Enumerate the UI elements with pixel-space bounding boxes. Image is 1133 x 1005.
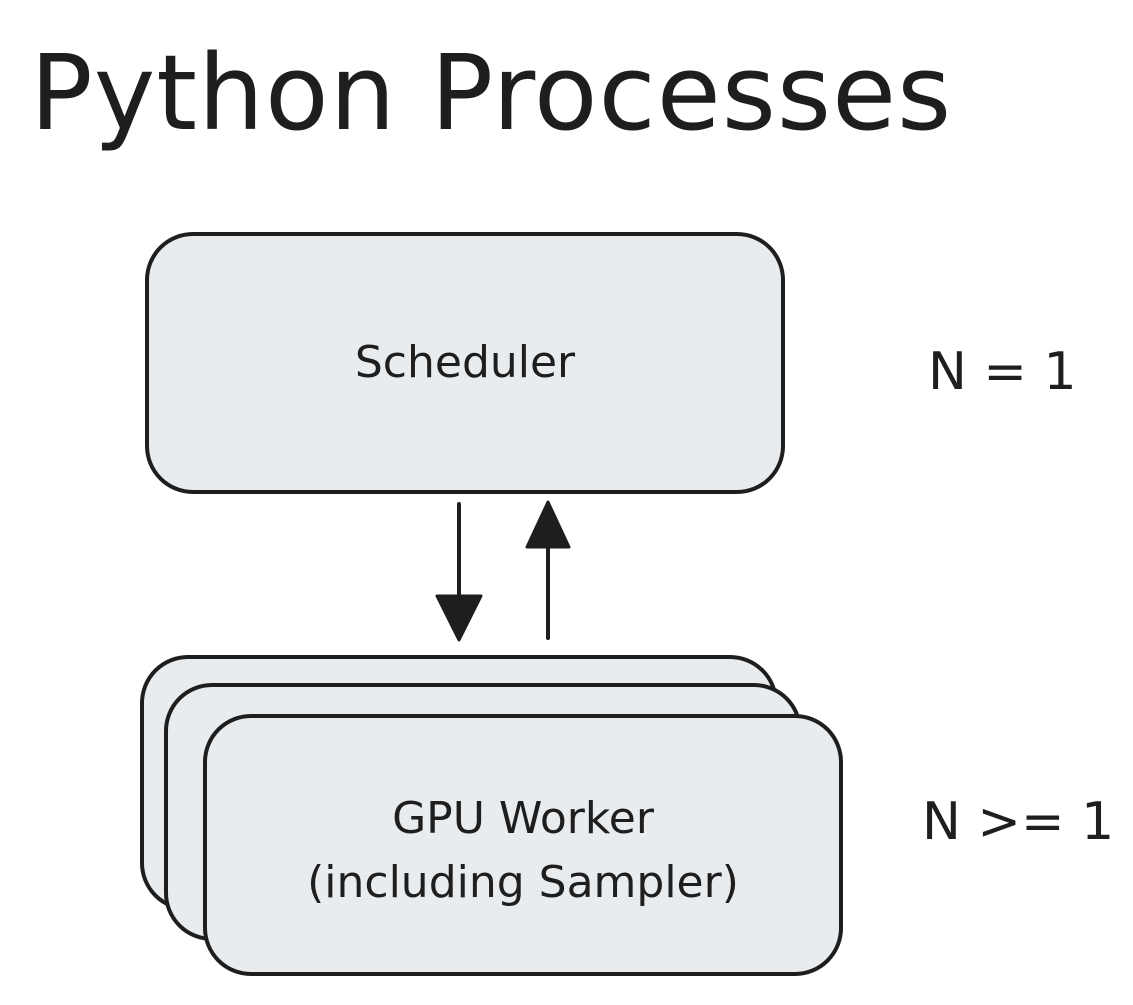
scheduler-label: Scheduler — [354, 337, 576, 388]
gpu-worker-box[interactable]: GPU Worker (including Sampler) — [203, 714, 843, 976]
scheduler-box[interactable]: Scheduler — [145, 232, 785, 494]
scheduler-count: N = 1 — [928, 342, 1077, 402]
page-title: Python Processes — [30, 32, 953, 154]
gpu-worker-count: N >= 1 — [922, 792, 1115, 852]
arrow-down — [435, 502, 483, 642]
gpu-worker-sublabel: (including Sampler) — [307, 857, 739, 908]
gpu-worker-label: GPU Worker — [392, 793, 654, 844]
arrow-up — [525, 500, 571, 640]
